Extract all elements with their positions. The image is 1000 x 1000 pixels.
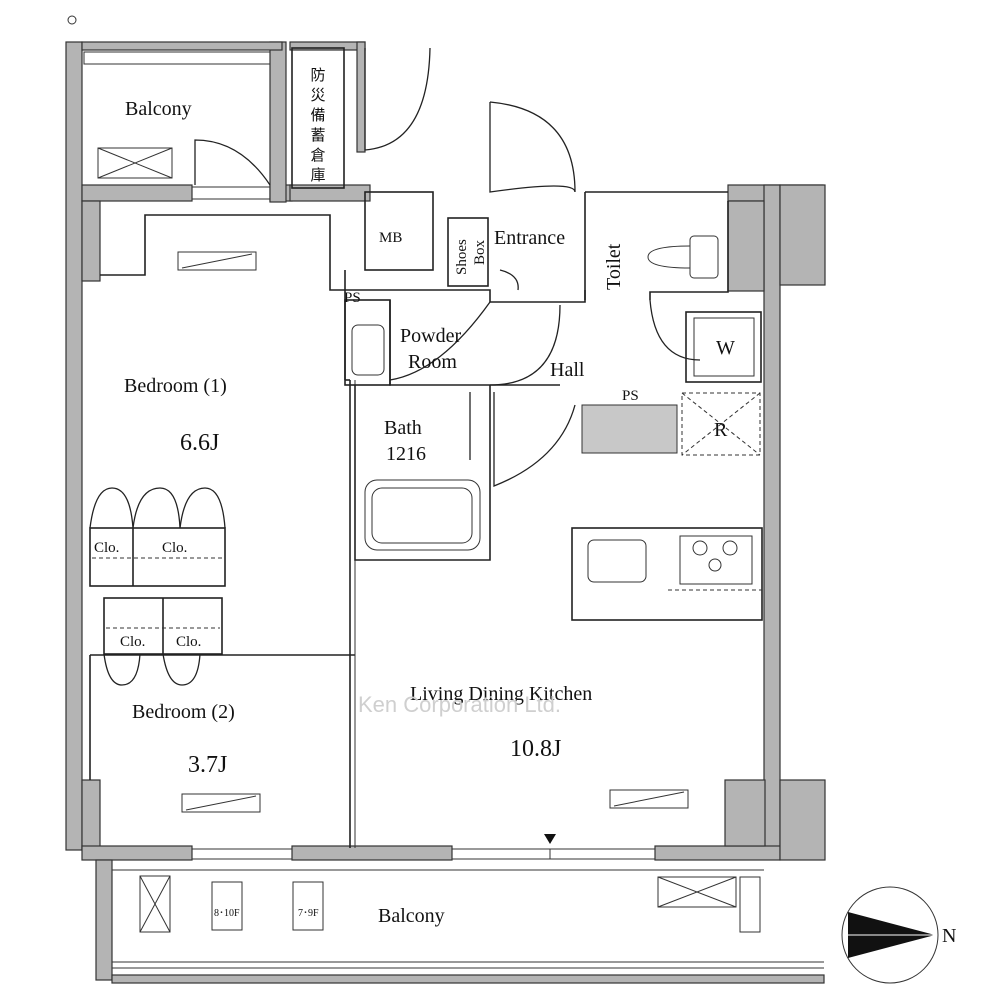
ps-label-1: PS: [344, 290, 361, 306]
room-ldk-size: 10.8J: [510, 736, 561, 762]
room-mb: MB: [379, 230, 402, 246]
fridge-label: R: [714, 419, 728, 441]
room-balcony-bottom: Balcony: [378, 905, 445, 927]
shoes-box-label-1: Shoes: [454, 239, 470, 275]
interior-walls: [89, 47, 763, 848]
room-labels: Balcony 防 災 備 蓄 倉 庫 MB Shoes Box Entranc…: [94, 67, 956, 947]
room-bath-1: Bath: [384, 417, 422, 439]
washer-label: W: [716, 337, 735, 359]
stove-burners: [692, 540, 738, 572]
room-bedroom2-name: Bedroom (2): [132, 701, 235, 723]
room-ldk-name: Living Dining Kitchen: [410, 683, 592, 705]
room-powder-2: Room: [408, 351, 457, 373]
plan-marker: [67, 15, 77, 25]
closet-label-2: Clo.: [162, 540, 187, 556]
room-bedroom1-size: 6.6J: [180, 430, 219, 456]
exterior-walls: [65, 41, 826, 984]
room-powder-1: Powder: [400, 325, 461, 347]
ac-units: [97, 147, 761, 933]
storage-label-3: 備: [310, 107, 325, 124]
room-bath-2: 1216: [386, 443, 426, 465]
closet-label-1: Clo.: [94, 540, 119, 556]
entrance-arrow-icon: [544, 834, 556, 844]
room-balcony-top: Balcony: [125, 98, 192, 120]
closet-label-3: Clo.: [120, 634, 145, 650]
storage-label-5: 倉: [310, 147, 325, 164]
hatch-label-2: 7･9F: [298, 908, 319, 919]
compass: [841, 886, 939, 984]
room-entrance: Entrance: [494, 227, 565, 249]
watermark: Ken Corporation Ltd.: [358, 692, 561, 717]
doors: [194, 47, 701, 487]
storage-label-1: 防: [310, 67, 325, 84]
closets: [89, 487, 226, 686]
storage-label-6: 庫: [310, 167, 325, 184]
closet-label-4: Clo.: [176, 634, 201, 650]
window-markers: [177, 251, 689, 813]
shoes-box-label-2: Box: [472, 239, 488, 265]
room-hall: Hall: [550, 359, 585, 381]
toilet-fixture: [647, 235, 719, 279]
hatch-label-1: 8･10F: [214, 908, 240, 919]
room-bedroom2-size: 3.7J: [188, 752, 227, 778]
windows: [83, 51, 656, 860]
powder-sink: [351, 324, 385, 376]
room-toilet: Toilet: [603, 243, 625, 290]
storage-label-4: 蓄: [310, 127, 325, 144]
ps-label-2: PS: [622, 388, 639, 404]
storage-label-2: 災: [310, 88, 325, 104]
room-bedroom1-name: Bedroom (1): [124, 375, 227, 397]
compass-north-label: N: [942, 925, 956, 947]
